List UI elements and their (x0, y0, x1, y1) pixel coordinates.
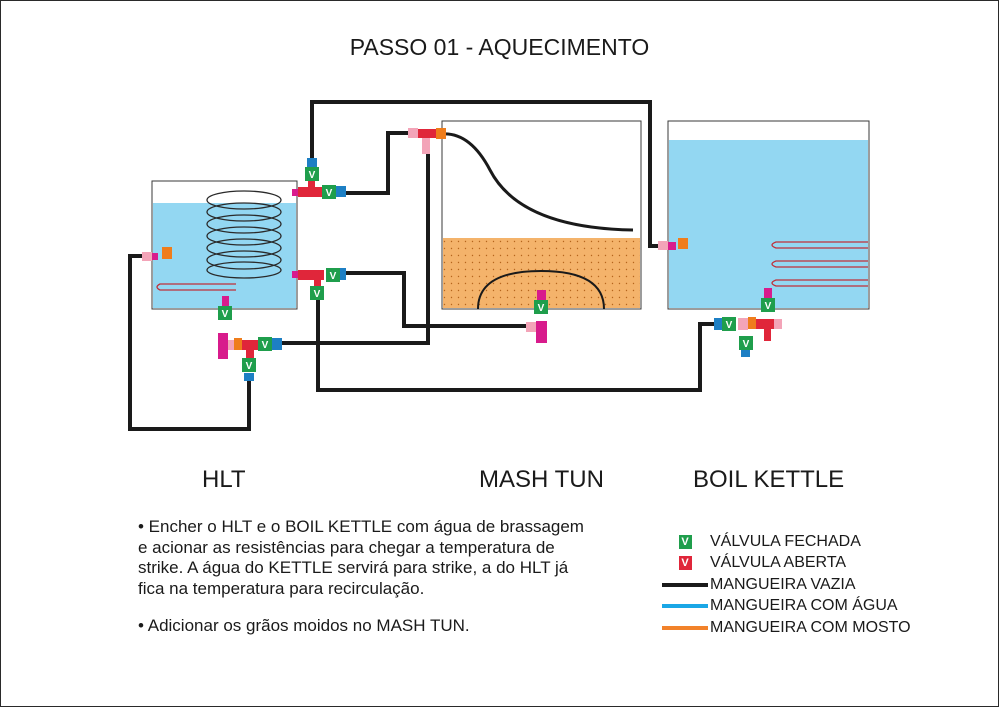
legend-label: VÁLVULA ABERTA (710, 554, 847, 572)
valve-hlt-side-right: V (326, 268, 340, 282)
hlt-vessel (151, 180, 298, 310)
fitting-mash-bottom (526, 290, 547, 343)
valves: V V V V V V V V V V V (218, 167, 775, 372)
svg-text:V: V (765, 301, 772, 312)
fitting-kettle-inlet (658, 238, 688, 250)
label-hlt: HLT (202, 466, 246, 493)
svg-text:V: V (314, 289, 321, 300)
hose-wort-swatch (662, 625, 708, 630)
kettle-resistance (771, 241, 868, 287)
boil-kettle-vessel (667, 120, 870, 310)
fitting-hlt-left (142, 247, 172, 261)
valve-kettle-left: V (722, 317, 736, 331)
legend: V VÁLVULA FECHADA V VÁLVULA ABERTA MANGU… (660, 531, 960, 639)
legend-valve-open: V VÁLVULA ABERTA (660, 553, 960, 575)
hose-empty-swatch (662, 582, 708, 587)
valve-hlt-bottom-down: V (242, 358, 256, 372)
legend-valve-closed: V VÁLVULA FECHADA (660, 531, 960, 553)
hlt-resistance (156, 283, 236, 291)
svg-text:V: V (326, 188, 333, 199)
mash-tun-vessel (441, 120, 642, 310)
fittings (142, 128, 782, 381)
legend-hose-wort: MANGUEIRA COM MOSTO (660, 617, 960, 639)
hose-to-mash-top (344, 131, 408, 195)
hose-hlt-inlet-return (128, 254, 251, 431)
hlt-heating-coil (206, 190, 282, 279)
hose-hlt-to-kettle-bottom (316, 300, 714, 392)
label-mash-tun: MASH TUN (479, 466, 604, 493)
legend-hose-empty: MANGUEIRA VAZIA (660, 574, 960, 596)
svg-text:V: V (726, 320, 733, 331)
hose-water-swatch (662, 604, 708, 609)
valve-hlt-bottom-right: V (258, 337, 272, 351)
mash-false-bottom (477, 269, 605, 310)
svg-text:V: V (222, 309, 229, 320)
valve-open-icon: V (678, 556, 692, 571)
kettle-water (669, 140, 868, 308)
valve-closed-icon: V (678, 534, 692, 549)
valve-hlt-side-down: V (310, 286, 324, 300)
svg-text:V: V (538, 303, 545, 314)
svg-text:V: V (309, 170, 316, 181)
fitting-kettle-bottom-tee (714, 288, 782, 357)
instructions: • Encher o HLT e o BOIL KETTLE com água … (138, 517, 598, 654)
legend-label: VÁLVULA FECHADA (710, 532, 861, 550)
mash-sparge-arm (441, 132, 634, 232)
hose-top-to-kettle (310, 100, 660, 248)
instruction-2: • Adicionar os grãos moidos no MASH TUN. (138, 616, 470, 635)
hoses (128, 100, 714, 431)
label-boil-kettle: BOIL KETTLE (693, 466, 845, 493)
svg-text:V: V (330, 271, 337, 282)
fitting-mash-top-tee (408, 128, 446, 154)
valve-hlt-top-up: V (305, 167, 319, 181)
svg-text:V: V (743, 339, 750, 350)
legend-label: MANGUEIRA COM ÁGUA (710, 597, 898, 615)
fitting-hlt-top-tee (292, 158, 346, 197)
valve-kettle-bottom: V (761, 298, 775, 312)
legend-hose-water: MANGUEIRA COM ÁGUA (660, 596, 960, 618)
fitting-hlt-side-tee (292, 268, 346, 286)
valve-mash-bottom: V (534, 300, 548, 314)
instruction-1: • Encher o HLT e o BOIL KETTLE com água … (138, 517, 584, 598)
svg-text:V: V (246, 361, 253, 372)
svg-text:V: V (262, 340, 269, 351)
fitting-hlt-bottom-tee (218, 296, 282, 381)
page-title: PASSO 01 - AQUECIMENTO (349, 34, 650, 60)
legend-label: MANGUEIRA VAZIA (710, 575, 856, 593)
valve-kettle-down: V (739, 336, 753, 350)
hose-hlt-bottom-to-hlt-return (278, 150, 430, 345)
legend-label: MANGUEIRA COM MOSTO (710, 618, 911, 636)
valve-hlt-top-right: V (322, 185, 336, 199)
valve-hlt-bottom: V (218, 306, 232, 320)
hose-hlt-outlet-to-mash (340, 271, 526, 328)
